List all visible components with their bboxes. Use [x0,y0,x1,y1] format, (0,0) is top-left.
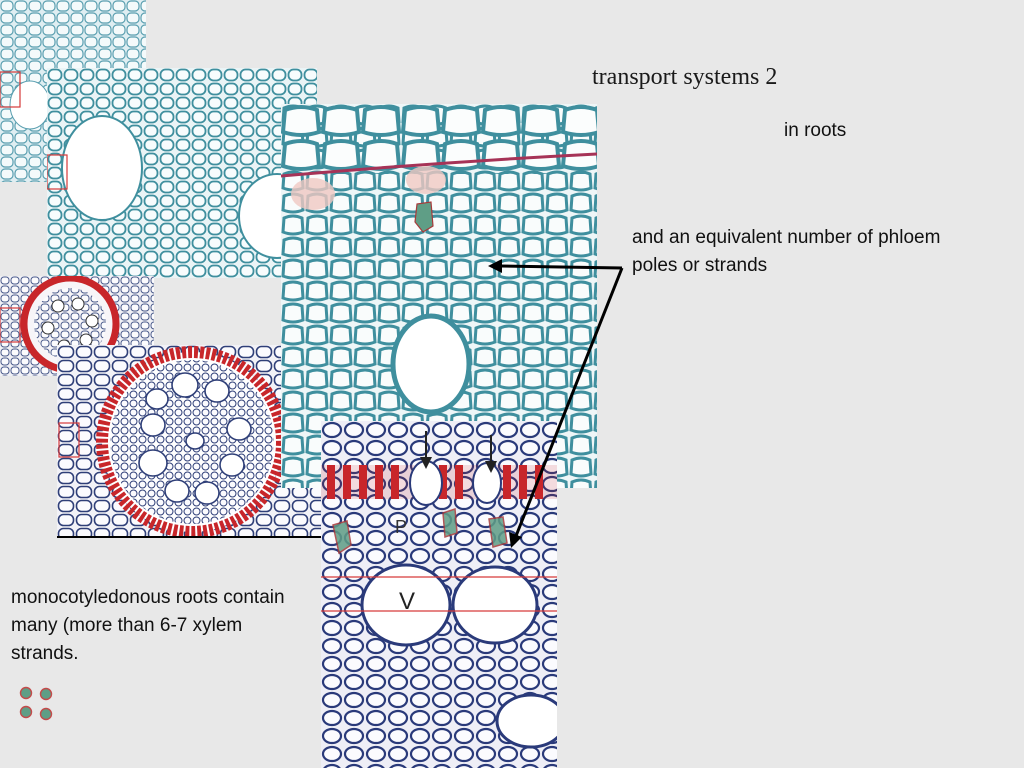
root-section-vascular-cylinder [47,68,317,278]
monocot-note: monocotyledonous roots contain many (mor… [11,587,285,664]
highlight-box [58,422,80,458]
strand-dot [39,707,53,721]
strand-dot [19,686,33,700]
phloem-label: P [395,517,407,537]
slide-title: transport systems 2 [592,64,778,90]
xylem-strand-dots [19,686,53,721]
strand-dot [19,705,33,719]
phloem-note: and an equivalent number of phloem poles… [632,227,941,276]
slide-subtitle: in roots [784,120,847,141]
vessel-label: V [399,588,415,615]
highlight-box [47,154,68,190]
root-section-labelled-p-v: P V [321,421,557,768]
strand-dot [39,687,53,701]
highlight-box [0,307,21,343]
highlight-box [0,71,21,108]
